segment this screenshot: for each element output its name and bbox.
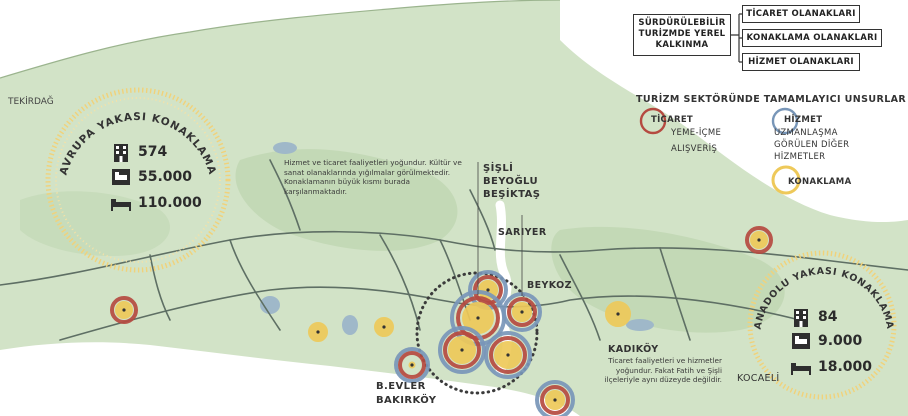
marker-bosphorus-north-center-dot — [486, 288, 490, 292]
marker-besiktas-ticaret-ring — [456, 296, 500, 340]
marker-sile-ticaret-ring — [745, 226, 773, 254]
anatolia-lodging-ring — [747, 250, 897, 400]
marker-beykoz-ticaret-ring — [507, 297, 537, 327]
lake-terkos — [273, 142, 297, 154]
marker-fatih-ticaret-ring — [443, 331, 481, 369]
marker-buyukcekmece-center-dot — [316, 330, 320, 334]
place-bevler: B.EVLER — [376, 381, 426, 392]
lake-kucukcekmece — [342, 315, 358, 335]
place-tekirdag: TEKİRDAĞ — [8, 97, 54, 107]
hierarchy-root-line-3: KALKINMA — [655, 40, 709, 50]
place-sisli: ŞİŞLİ — [483, 163, 514, 174]
marker-silivri-ticaret-ring — [110, 296, 138, 324]
legend-hizmet-item-1: UZMANLAŞMA — [774, 128, 838, 138]
legend-hizmet-item-3: HİZMETLER — [774, 152, 826, 162]
legend-hizmet-label: HİZMET — [784, 115, 823, 125]
legend-ticaret-item-1: YEME-İÇME — [671, 128, 722, 138]
europe-hotels-value: 574 — [138, 144, 168, 160]
marker-kadikoy-center-dot — [553, 398, 557, 402]
marker-fatih — [438, 326, 486, 374]
europe-beds-value: 110.000 — [138, 195, 202, 211]
hierarchy-branch-ticaret: TİCARET OLANAKLARI — [742, 5, 860, 23]
marker-bosphorus-north-ticaret-ring — [473, 275, 503, 305]
europe-note: Hizmet ve ticaret faaliyetleri yoğundur.… — [284, 158, 462, 196]
legend-ticaret-swatch — [639, 107, 667, 135]
hotel-building-icon — [114, 144, 128, 162]
legend-hizmet-swatch — [771, 107, 799, 135]
marker-sile — [745, 226, 773, 254]
anatolia-rooms-value: 9.000 — [818, 333, 863, 349]
legend-konaklama-swatch — [771, 165, 801, 195]
hotel-building-icon — [794, 309, 808, 327]
marker-umraniye — [605, 301, 631, 327]
forest-area-west — [20, 191, 170, 256]
hierarchy-branch-hizmet: HİZMET OLANAKLARI — [742, 53, 860, 71]
legend-konaklama-label: KONAKLAMA — [788, 177, 852, 187]
anatolia-title-arc: ANADOLU YAKASI KONAKLAMA — [753, 266, 895, 330]
anatolia-stat-rooms: 9.000 — [790, 330, 862, 352]
hierarchy-root-box: SÜRDÜRÜLEBİLİR TURİZMDE YEREL KALKINMA — [633, 14, 731, 56]
marker-silivri — [110, 296, 138, 324]
anatolia-stat-hotels: 84 — [790, 306, 837, 328]
marker-sile-center-dot — [757, 238, 761, 242]
anatolia-note: Ticaret faaliyetleri ve hizmetler yoğund… — [604, 356, 722, 384]
marker-avcilar-center-dot — [382, 325, 386, 329]
place-bakirkoy: BAKIRKÖY — [376, 395, 437, 406]
marker-fatih-hizmet-ring — [438, 326, 486, 374]
hierarchy-root-line-2: TURİZMDE YEREL — [638, 29, 726, 39]
europe-rooms-value: 55.000 — [138, 169, 193, 185]
anatolia-hotels-value: 84 — [818, 309, 838, 325]
black-sea-coast — [0, 0, 561, 79]
europe-stat-beds: 110.000 — [110, 192, 202, 214]
legend-title: TURİZM SEKTÖRÜNDE TAMAMLAYICI UNSURLAR — [636, 94, 907, 105]
marker-bahcelievler-hizmet-ring — [394, 347, 430, 383]
marker-silivri-center-dot — [122, 308, 126, 312]
marker-umraniye-center-dot — [616, 312, 620, 316]
europe-lodging-ring — [45, 87, 231, 273]
legend-ticaret-item-2: ALIŞVERİŞ — [671, 144, 718, 154]
anatolia-stat-beds: 18.000 — [790, 356, 872, 378]
marker-avcilar — [374, 317, 394, 337]
place-besiktas: BEŞİKTAŞ — [483, 189, 541, 200]
bed-icon — [791, 363, 811, 375]
marker-bahcelievler — [394, 347, 430, 383]
lake-buyukcekmece — [260, 296, 280, 314]
legend-hizmet-item-2: GÖRÜLEN DİĞER — [774, 140, 850, 150]
marker-kadikoy-coast-center-dot — [506, 353, 510, 357]
europe-stat-hotels: 574 — [110, 141, 167, 163]
place-beyoglu: BEYOĞLU — [483, 176, 538, 187]
central-district-dotted-circle — [415, 271, 539, 395]
marker-kadikoy-coast-ticaret-ring — [489, 336, 527, 374]
marker-kadikoy-ticaret-ring — [540, 385, 570, 415]
lake-omerli — [626, 319, 654, 331]
marker-buyukcekmece — [308, 322, 328, 342]
marker-bahcelievler-center-dot — [410, 363, 414, 367]
marker-fatih-center-dot — [460, 348, 464, 352]
forest-area-north — [235, 149, 458, 251]
hierarchy-branch-konaklama: KONAKLAMA OLANAKLARI — [742, 29, 882, 47]
place-kadikoy: KADIKÖY — [608, 344, 659, 355]
place-beykoz: BEYKOZ — [527, 280, 572, 291]
bed-icon — [111, 199, 131, 211]
europe-title-arc: AVRUPA YAKASI KONAKLAMA — [58, 111, 218, 177]
marker-bahcelievler-ticaret-ring — [398, 351, 426, 379]
marker-kadikoy-coast — [484, 331, 532, 379]
place-kocaeli: KOCAELİ — [737, 373, 780, 384]
anatolia-beds-value: 18.000 — [818, 359, 873, 375]
marker-beykoz-center-dot — [520, 310, 524, 314]
marker-kadikoy-coast-hizmet-ring — [484, 331, 532, 379]
bed-room-icon — [792, 333, 810, 349]
europe-lodging-ring-inner — [55, 97, 221, 263]
europe-stat-rooms: 55.000 — [110, 166, 192, 188]
bed-room-icon — [112, 169, 130, 185]
marker-kadikoy-hizmet-ring — [535, 380, 575, 416]
marker-besiktas-center-dot — [476, 316, 480, 320]
legend-ticaret-label: TİCARET — [651, 115, 694, 125]
hierarchy-root-line-1: SÜRDÜRÜLEBİLİR — [638, 18, 726, 28]
marker-kadikoy — [535, 380, 575, 416]
